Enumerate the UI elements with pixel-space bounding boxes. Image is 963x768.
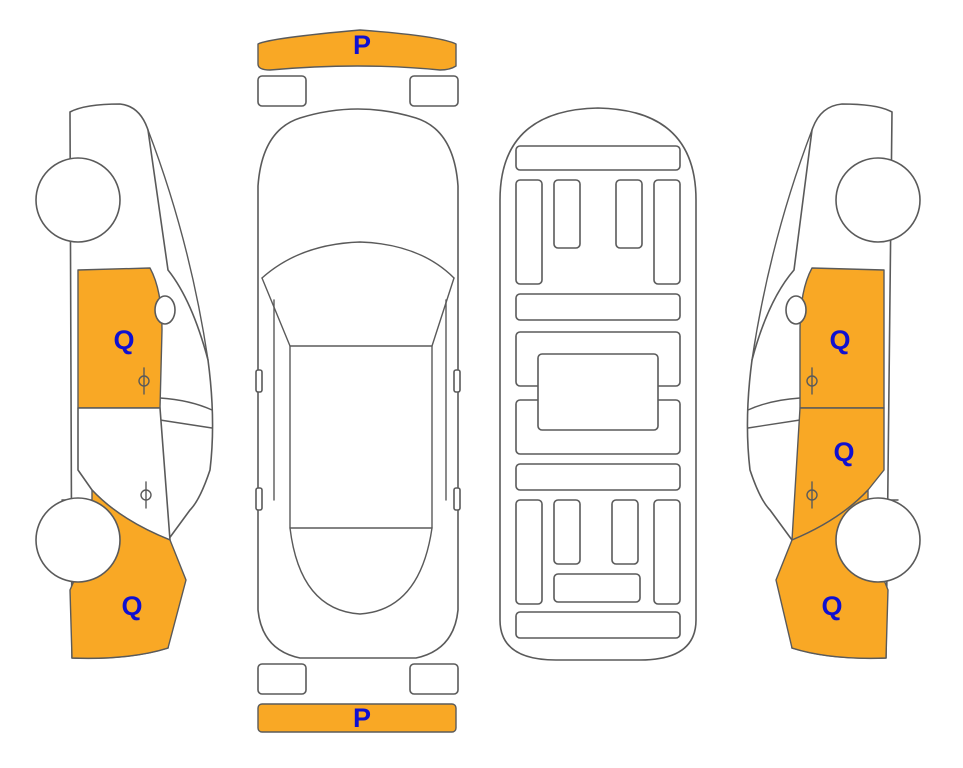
top-view: P P bbox=[255, 29, 461, 733]
rear-right-light bbox=[409, 663, 459, 695]
front-left-light bbox=[257, 75, 307, 107]
right-rear-door-handle-icon bbox=[806, 481, 818, 509]
left-mirror bbox=[154, 295, 176, 325]
rear-bumper-label: P bbox=[353, 703, 371, 733]
right-side-view: Q Q Q bbox=[746, 103, 921, 660]
right-front-door-handle-icon bbox=[806, 367, 818, 395]
left-front-door-handle-icon bbox=[138, 367, 150, 395]
left-rear-door-handle-icon bbox=[140, 481, 152, 509]
right-rear-wheel bbox=[835, 497, 921, 583]
front-right-light bbox=[409, 75, 459, 107]
right-mirror bbox=[785, 295, 807, 325]
left-front-wheel bbox=[35, 157, 121, 243]
front-bumper-label: P bbox=[353, 30, 371, 60]
front-bumper-panel[interactable] bbox=[257, 29, 457, 71]
car-body-top bbox=[257, 108, 459, 659]
left-rear-quarter-label: Q bbox=[121, 591, 142, 621]
left-front-door-label: Q bbox=[113, 325, 134, 355]
right-front-wheel bbox=[835, 157, 921, 243]
right-rear-quarter-label: Q bbox=[821, 591, 842, 621]
right-front-door-label: Q bbox=[829, 325, 850, 355]
left-rear-wheel bbox=[35, 497, 121, 583]
underside-view bbox=[499, 107, 697, 661]
rear-bumper-panel[interactable] bbox=[257, 703, 457, 733]
left-side-view: Q Q bbox=[35, 103, 214, 660]
rear-left-light bbox=[257, 663, 307, 695]
right-rear-door-label: Q bbox=[833, 437, 854, 467]
